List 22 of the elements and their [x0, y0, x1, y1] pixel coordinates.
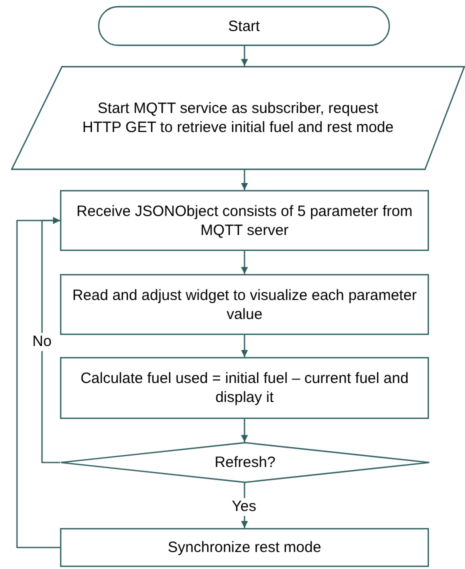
- arrow: [241, 46, 248, 66]
- process-box: [60, 190, 429, 251]
- edge-label: No: [31, 333, 53, 351]
- arrow: [241, 419, 248, 442]
- process-box: [60, 274, 429, 335]
- start-terminator: [98, 6, 390, 46]
- input-parallelogram: [11, 66, 465, 170]
- node-text: Calculate fuel used = initial fuel – current fuel and display it: [79, 369, 410, 407]
- node-text: Synchronize rest mode: [168, 538, 322, 557]
- node-text: Receive JSONObject consists of 5 parameter from MQTT server: [76, 202, 414, 240]
- edge-label: Yes: [230, 498, 258, 516]
- node-text: Refresh?: [214, 453, 276, 472]
- decision-diamond: [60, 442, 430, 483]
- arrow: [241, 170, 248, 190]
- process-box: [60, 528, 429, 567]
- arrow: [16, 217, 60, 548]
- arrow: [241, 251, 248, 274]
- arrow: [241, 335, 248, 357]
- node-text: Read and adjust widget to visualize each parameter value: [71, 286, 418, 324]
- process-box: [60, 357, 429, 419]
- node-text: Start MQTT service as subscriber, request HTTP GET to retrieve initial fuel and rest mode: [81, 99, 395, 137]
- node-text: Start: [228, 16, 260, 36]
